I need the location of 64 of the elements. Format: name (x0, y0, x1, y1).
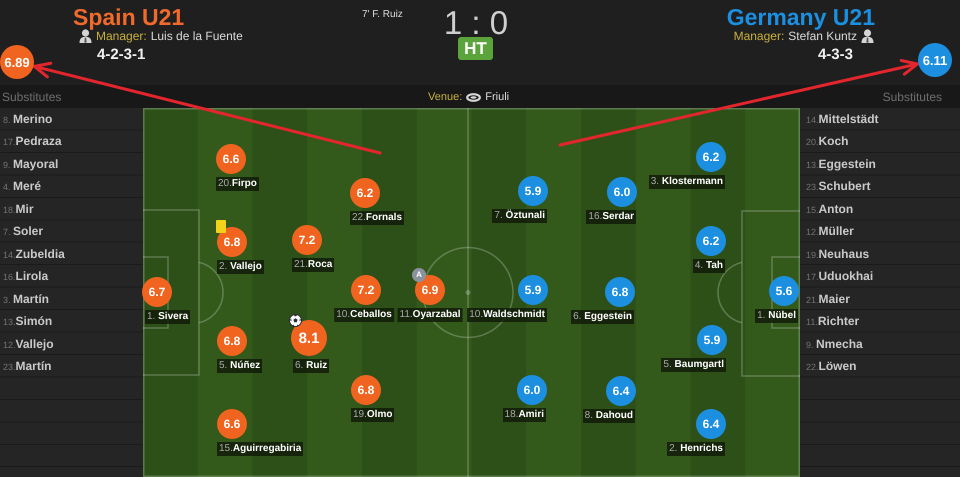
arrow (33, 62, 382, 154)
team-name: Spain U21 (73, 4, 184, 31)
match-status-badge: HT (458, 37, 493, 60)
substitute-name: 14.Zubeldia (3, 248, 65, 262)
player-name: 2. Henrichs (667, 442, 725, 456)
team-rating-circle: 6.11 (918, 43, 952, 77)
venue-name: Friuli (485, 91, 510, 103)
player-name: 10.Ceballos (334, 308, 394, 322)
substitute-name: 13.Simón (3, 315, 52, 329)
substitute-name: 13.Eggestein (806, 158, 876, 172)
substitute-name: 23.Martín (3, 360, 52, 374)
manager-label: Manager: (96, 29, 147, 43)
substitute-name: 17.Uduokhai (806, 270, 874, 284)
manager-name: Luis de la Fuente (150, 29, 243, 43)
section-heading: Substitutes (2, 90, 62, 104)
player-name: 20.Firpo (216, 177, 259, 191)
substitute-name: 14.Mittelstädt (806, 113, 879, 127)
player-name: 21.Roca (292, 258, 334, 272)
player-name: 8. Dahoud (582, 409, 635, 423)
substitute-name: 12.Müller (806, 225, 854, 239)
player-name: 10.Waldschmidt (467, 308, 547, 322)
player-name: 5. Núñez (217, 359, 262, 373)
player-name: 19.Olmo (351, 408, 394, 422)
formation: 4-2-3-1 (97, 46, 146, 63)
player-name: 3. Klostermann (648, 175, 725, 189)
substitute-name: 22.Löwen (806, 360, 857, 374)
substitute-name: 19.Neuhaus (806, 248, 870, 262)
player-name: 1. Sivera (145, 310, 190, 324)
substitute-name: 4. Meré (3, 180, 42, 194)
player-name: 7. Öztunali (492, 209, 547, 223)
manager-label: Manager: (734, 29, 784, 43)
team-rating-circle: 6.89 (0, 45, 34, 79)
section-heading: Substitutes (882, 90, 942, 104)
player-name: 6. Eggestein (571, 310, 634, 324)
player-name: 15.Aguirregabiria (217, 442, 304, 456)
substitute-name: 9. Mayoral (3, 158, 58, 172)
goal-event: 7' F. Ruiz (362, 9, 403, 20)
player-name: 5. Baumgartl (661, 358, 726, 372)
substitute-name: 21.Maier (806, 293, 850, 307)
substitute-name: 11.Richter (806, 315, 860, 329)
player-name: 2. Vallejo (217, 260, 264, 274)
player-name: 1. Nübel (755, 309, 798, 323)
arrow (558, 59, 919, 146)
player-name: 11.Oyarzabal (398, 308, 462, 322)
formation: 4-3-3 (818, 46, 853, 63)
substitute-name: 23.Schubert (806, 180, 871, 194)
team-name: Germany U21 (726, 4, 875, 31)
venue-label: Venue: (428, 91, 462, 103)
substitute-name: 12.Vallejo (3, 338, 54, 352)
player-name: 22.Fornals (350, 211, 404, 225)
manager-name: Stefan Kuntz (788, 29, 857, 43)
substitute-name: 3. Martín (3, 293, 50, 307)
substitute-name: 8. Merino (3, 113, 52, 127)
player-name: 4. Tah (692, 259, 725, 273)
substitute-name: 9. Nmecha (806, 338, 863, 352)
substitute-name: 16.Lirola (3, 270, 48, 284)
substitute-name: 20.Koch (806, 135, 849, 149)
player-name: 6. Ruiz (293, 359, 330, 373)
player-name: 18.Amiri (502, 408, 546, 422)
substitute-name: 18.Mir (3, 203, 34, 217)
player-name: 16.Serdar (586, 210, 636, 224)
substitute-name: 15.Anton (806, 203, 854, 217)
substitute-name: 7. Soler (3, 225, 44, 239)
substitute-name: 17.Pedraza (3, 135, 62, 149)
